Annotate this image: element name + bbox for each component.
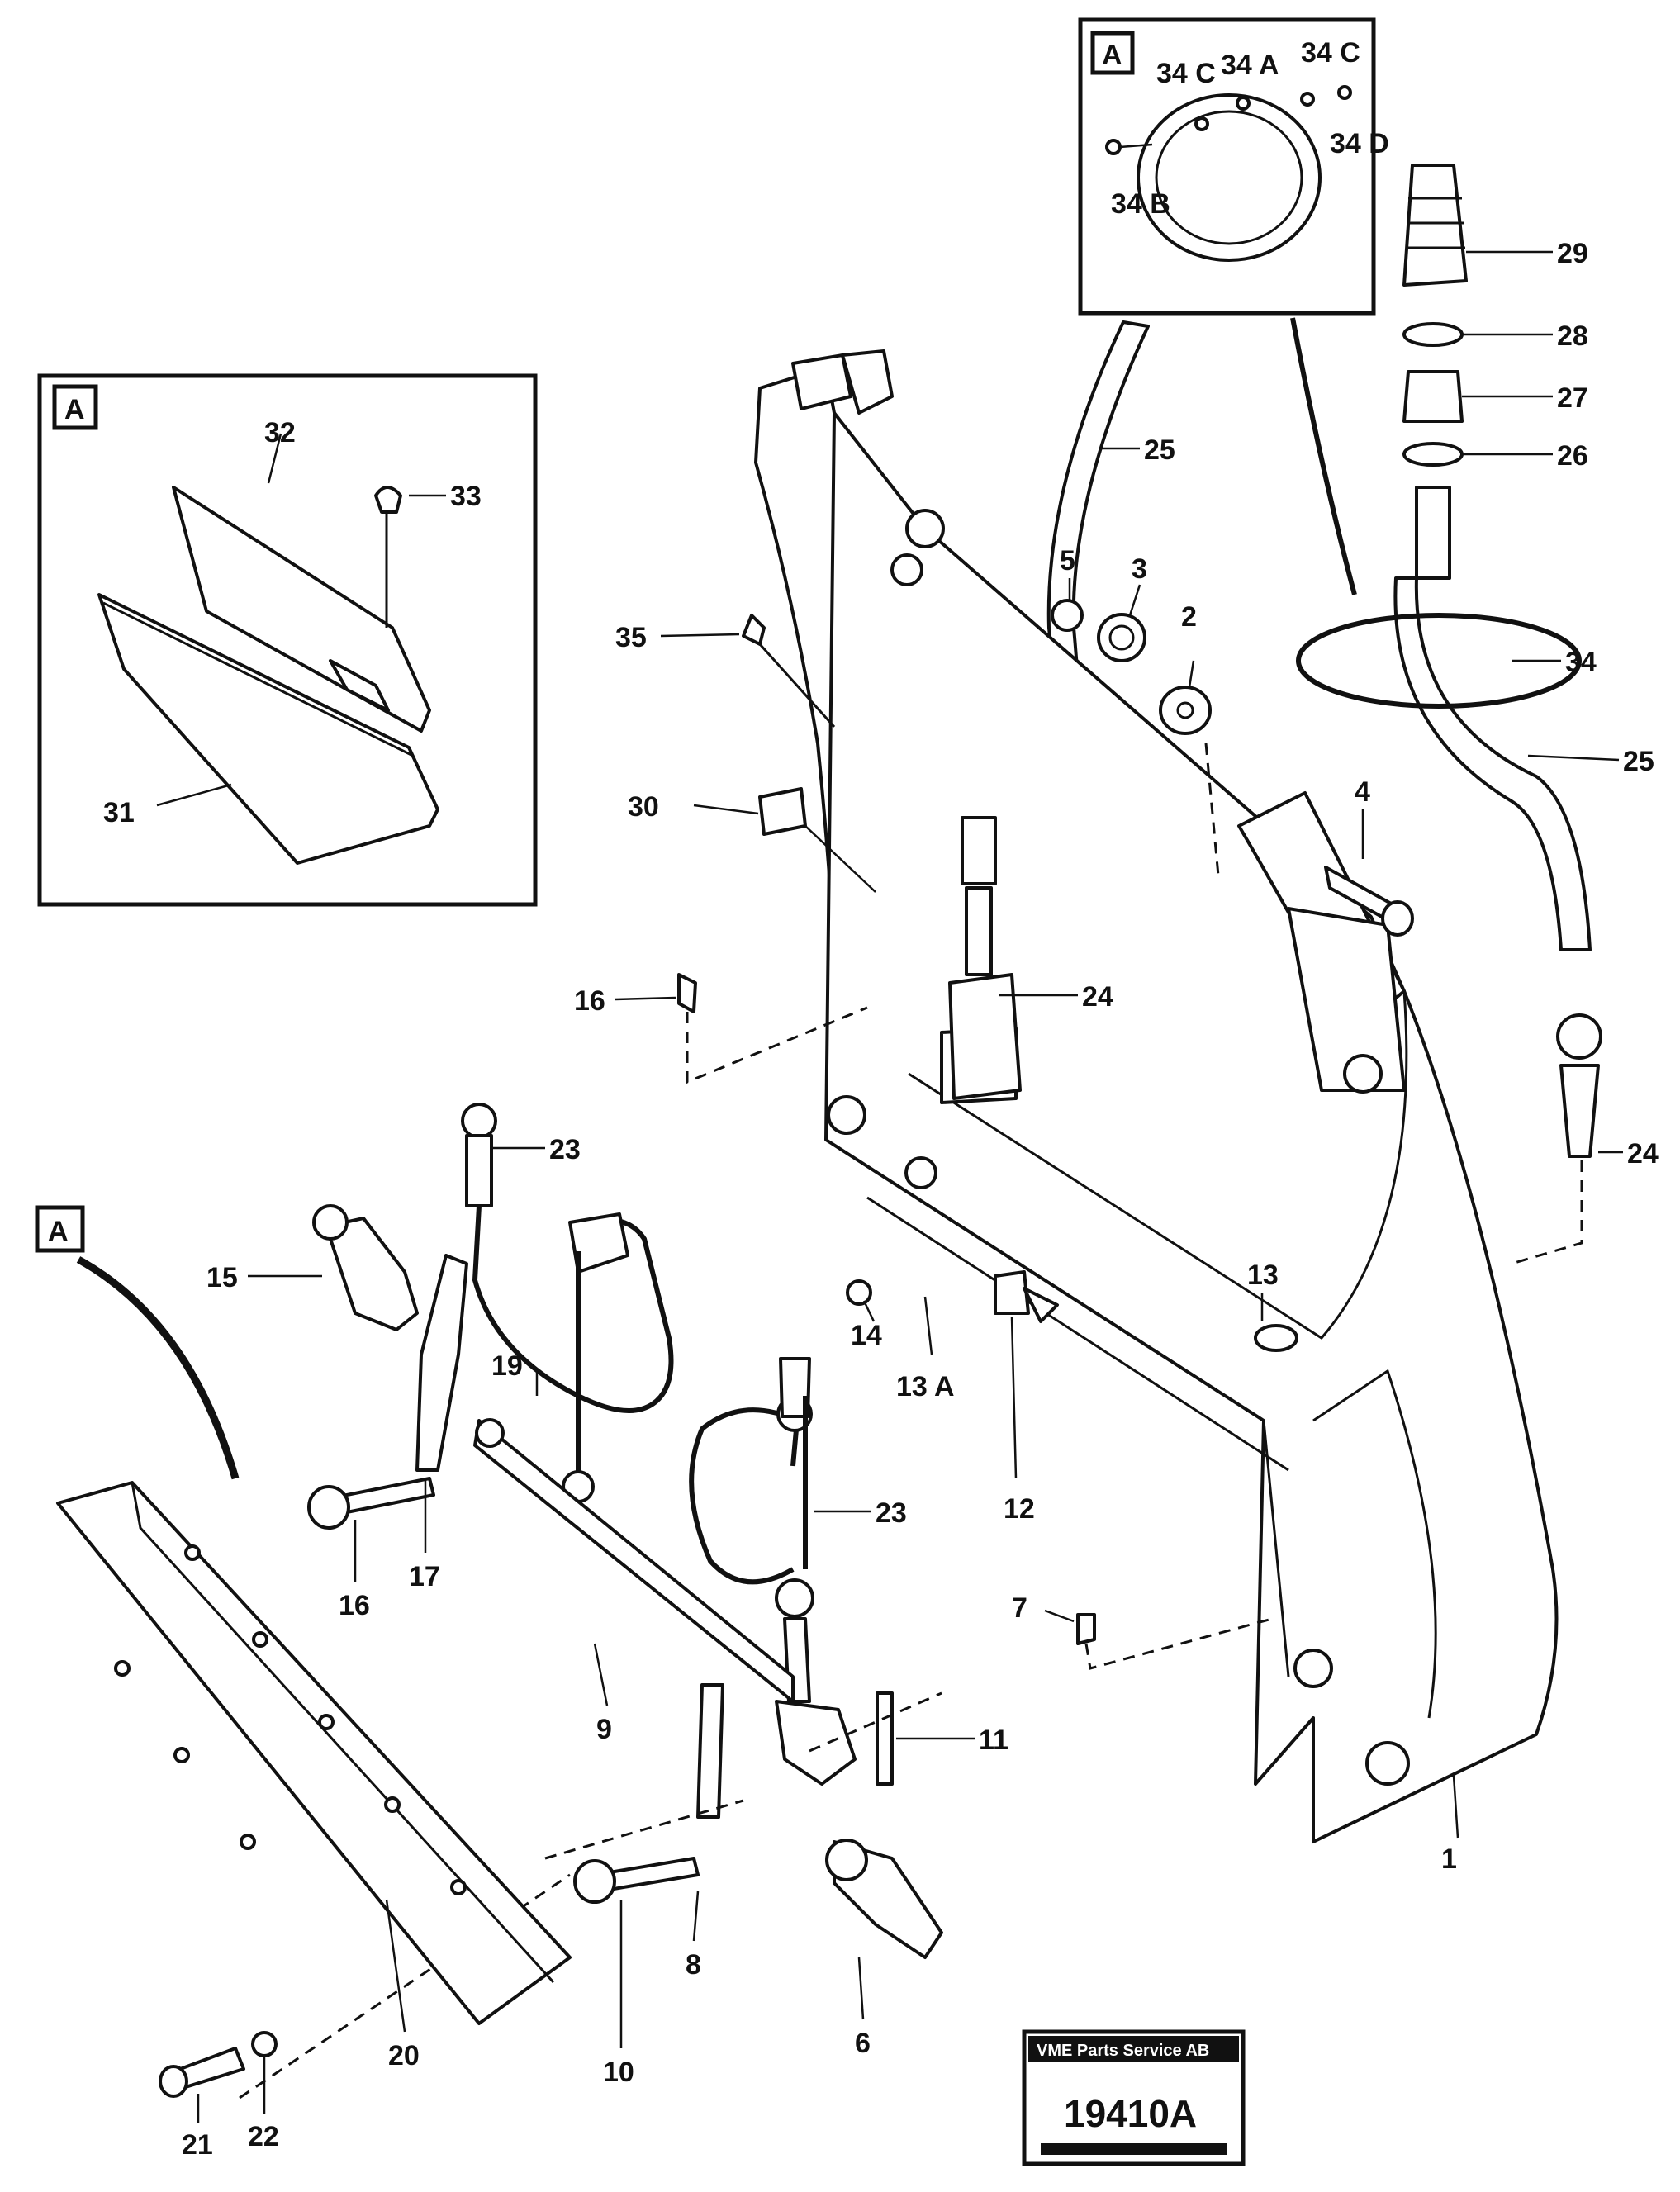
callout-labels: 29 28 27 26 25 5 3 2 34 35 25 30 4 16 24… xyxy=(182,238,1659,2161)
nut-3 xyxy=(1097,613,1146,662)
callout-13a: 13 A xyxy=(896,1371,955,1402)
callout-30: 30 xyxy=(628,791,659,823)
callout-15: 15 xyxy=(206,1262,238,1293)
clip-7 xyxy=(1076,1613,1096,1645)
stamp-header: VME Parts Service AB xyxy=(1037,2042,1209,2060)
callout-19: 19 xyxy=(491,1350,523,1382)
clamp-12 xyxy=(994,1270,1030,1315)
detail-tag-left: A xyxy=(64,394,85,425)
hose-fitting-29 xyxy=(1402,164,1468,287)
callout-11: 11 xyxy=(979,1725,1008,1756)
cover-plate-20 xyxy=(56,1481,572,2098)
callout-17: 17 xyxy=(409,1561,440,1592)
callout-4: 4 xyxy=(1355,776,1370,808)
label-33: 33 xyxy=(450,481,482,512)
pin-11 xyxy=(876,1691,894,1786)
connector-16-upper xyxy=(677,973,697,1013)
frame-hardware xyxy=(677,599,1414,1786)
label-31: 31 xyxy=(103,797,135,828)
callout-6: 6 xyxy=(855,2028,871,2059)
detail-tag-frame xyxy=(1090,31,1135,75)
label-34c-right: 34 C xyxy=(1301,37,1360,69)
label-34b: 34 B xyxy=(1111,188,1170,220)
strip-32 xyxy=(172,486,431,733)
lever-17 xyxy=(415,1254,468,1472)
callout-21: 21 xyxy=(182,2129,213,2161)
nut-27 xyxy=(1402,370,1464,423)
detail-box-top: A 34 C 34 A 34 C 34 D 34 B xyxy=(1078,17,1389,316)
callout-25-upper: 25 xyxy=(1144,434,1175,466)
callout-27: 27 xyxy=(1557,382,1588,414)
o-ring-34-installed xyxy=(1296,613,1582,709)
callout-3: 3 xyxy=(1132,553,1147,585)
callout-16-upper: 16 xyxy=(574,985,605,1017)
shaft-9 xyxy=(473,1419,795,1703)
cap-5 xyxy=(1051,599,1084,632)
callout-26: 26 xyxy=(1557,440,1588,472)
frame-body xyxy=(824,411,1559,1843)
linkage xyxy=(239,1204,943,2099)
callout-9: 9 xyxy=(596,1714,612,1745)
connector-35 xyxy=(742,614,766,646)
washer-26 xyxy=(1402,442,1464,467)
callout-24-upper: 24 xyxy=(1082,981,1113,1013)
callout-35: 35 xyxy=(615,622,647,653)
hose-assembly-right xyxy=(1290,164,1602,1265)
pipes-23 xyxy=(461,1103,814,1703)
leader-lines xyxy=(197,250,1623,2123)
lever-8 xyxy=(696,1683,724,1819)
o-ring-34 xyxy=(1137,93,1322,262)
washer-14 xyxy=(846,1279,872,1306)
callout-8: 8 xyxy=(686,1949,701,1981)
reference-stamp: VME Parts Service AB 19410A xyxy=(1022,2029,1246,2166)
adapter-24-right xyxy=(1559,1064,1600,1158)
label-34c-left: 34 C xyxy=(1156,58,1216,89)
callout-28: 28 xyxy=(1557,320,1588,352)
callout-1: 1 xyxy=(1441,1843,1457,1875)
label-34d: 34 D xyxy=(1330,128,1389,159)
callout-23-lower: 23 xyxy=(876,1497,907,1529)
callout-14: 14 xyxy=(851,1320,882,1351)
label-34a: 34 A xyxy=(1221,50,1279,81)
callout-24-right: 24 xyxy=(1627,1138,1659,1170)
callout-22: 22 xyxy=(248,2121,279,2152)
detail-box-left: A 32 33 31 xyxy=(37,373,538,907)
detail-tag-frame xyxy=(52,384,98,430)
washer-28 xyxy=(1402,322,1464,347)
callout-13: 13 xyxy=(1247,1260,1279,1291)
washer-2 xyxy=(1159,686,1212,735)
main-frame-1 xyxy=(754,349,1559,1843)
detail-tag-main: A xyxy=(48,1216,69,1247)
callout-25-right: 25 xyxy=(1623,746,1654,777)
callout-29: 29 xyxy=(1557,238,1588,269)
callout-2: 2 xyxy=(1181,601,1197,633)
callout-34: 34 xyxy=(1565,647,1597,678)
callout-12: 12 xyxy=(1004,1493,1035,1525)
hose-25 xyxy=(1393,576,1592,951)
callout-5: 5 xyxy=(1060,545,1075,576)
callout-20: 20 xyxy=(388,2040,420,2071)
washer-22 xyxy=(251,2031,278,2057)
label-32: 32 xyxy=(264,417,296,448)
bolt-33-head xyxy=(374,486,402,514)
callout-16-lower: 16 xyxy=(339,1590,370,1621)
callout-10: 10 xyxy=(603,2057,634,2088)
detail-tag-top: A xyxy=(1102,40,1122,71)
adapter-24-upper xyxy=(961,816,997,885)
handle-15 xyxy=(325,1217,419,1331)
plate-31 xyxy=(97,593,439,865)
cap-13 xyxy=(1254,1324,1298,1352)
label-plate-30 xyxy=(758,787,807,836)
callout-7: 7 xyxy=(1012,1592,1027,1624)
callout-23-upper: 23 xyxy=(549,1134,581,1165)
detail-tag-main-group: A xyxy=(35,1205,240,1480)
stamp-code: 19410A xyxy=(1064,2092,1197,2135)
